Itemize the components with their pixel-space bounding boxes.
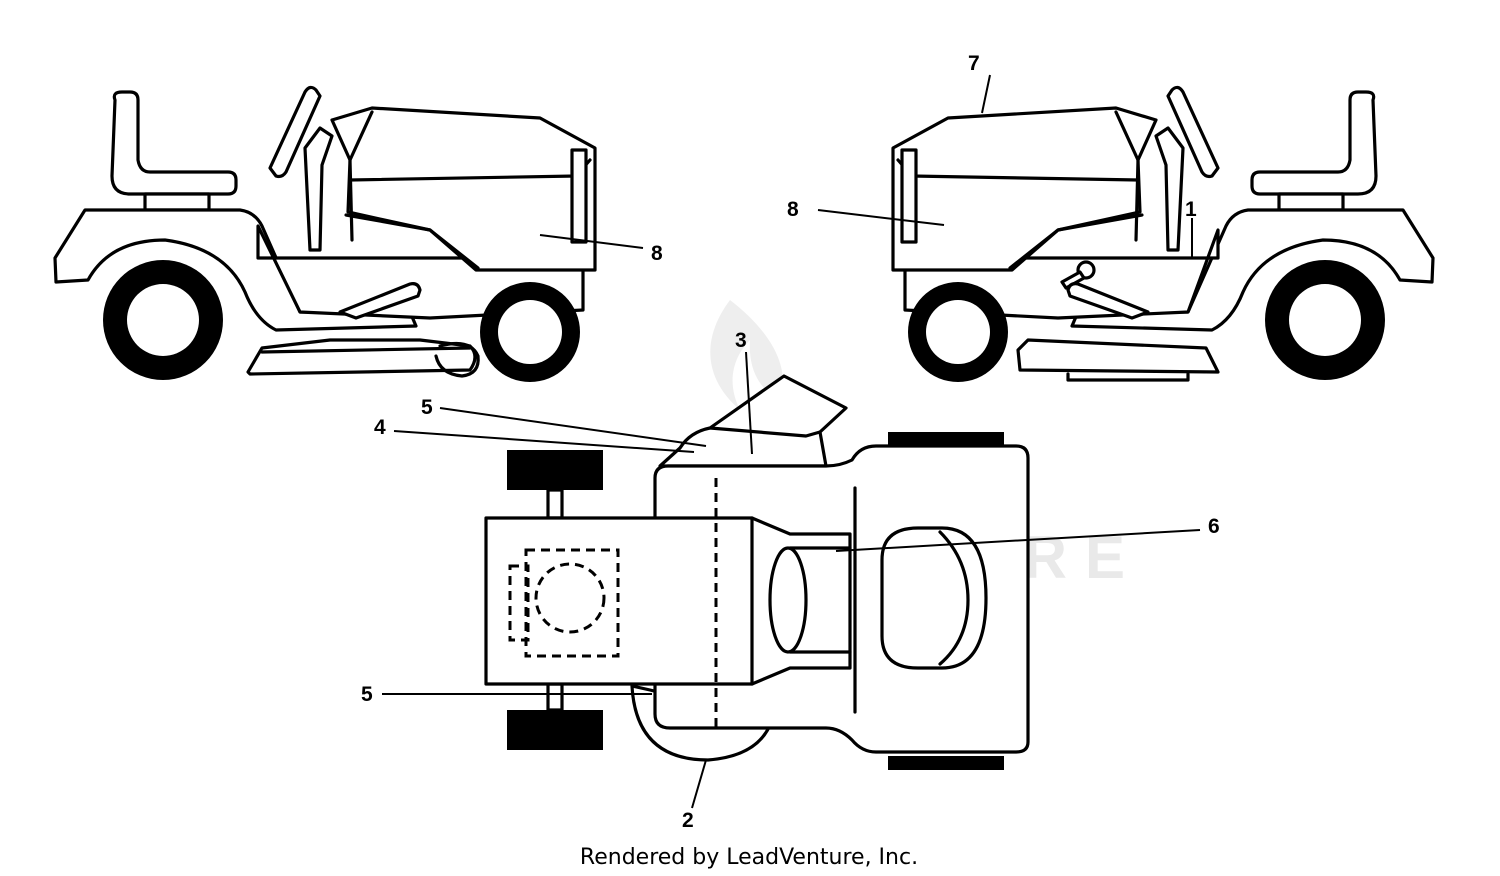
- callout-leaders: [382, 74, 1201, 809]
- tractor-right-side-view: [891, 85, 1435, 382]
- tractor-top-view: [484, 374, 1030, 770]
- callout-3: 3: [735, 329, 747, 352]
- callout-8-right: 8: [787, 198, 799, 221]
- callout-5-top: 5: [421, 396, 433, 419]
- callout-4: 4: [374, 416, 386, 439]
- callout-6: 6: [1208, 515, 1220, 538]
- callout-1: 1: [1185, 198, 1197, 221]
- callout-8-left: 8: [651, 242, 663, 265]
- tractor-left-side-view: [53, 85, 597, 382]
- callout-7: 7: [968, 52, 980, 75]
- footer-credit: Rendered by LeadVenture, Inc.: [580, 845, 918, 870]
- callout-5-bottom: 5: [361, 683, 373, 706]
- callout-2: 2: [682, 809, 694, 832]
